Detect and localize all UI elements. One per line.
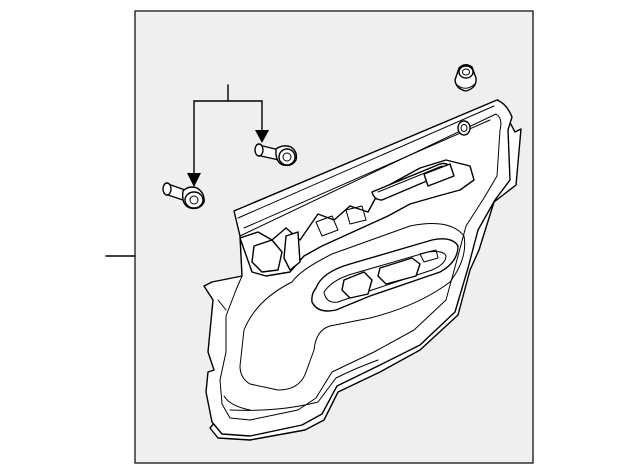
clip-bolt-upper bbox=[254, 143, 298, 167]
arrow-head-right-icon bbox=[255, 130, 269, 143]
arrow-head-left-icon bbox=[187, 173, 201, 187]
clip-bolt-lower bbox=[162, 182, 205, 210]
fastener-callout-bracket bbox=[187, 84, 269, 187]
grommet bbox=[454, 64, 477, 92]
door-trim-panel bbox=[203, 99, 522, 441]
